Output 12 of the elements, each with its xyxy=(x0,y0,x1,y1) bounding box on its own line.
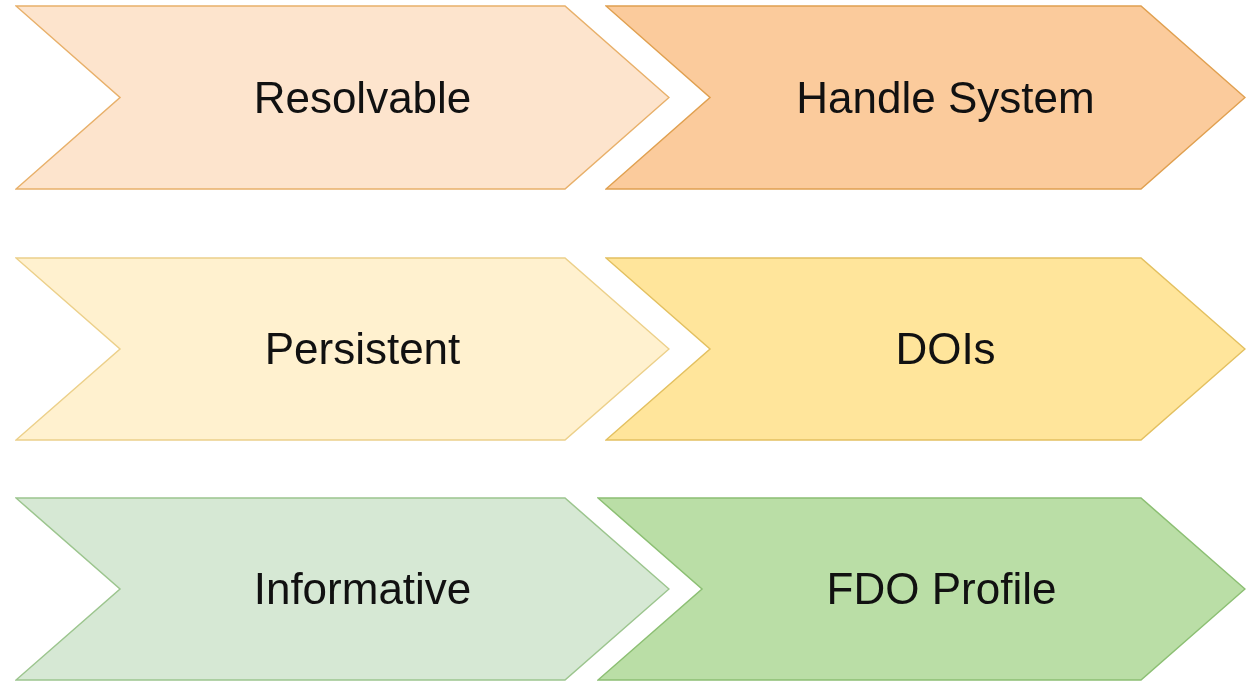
chevron-label: Resolvable xyxy=(253,72,472,123)
chevron-shape xyxy=(15,497,670,681)
chevron-shape xyxy=(605,257,1246,441)
chevron-label: Persistent xyxy=(264,324,461,374)
chevron-shape xyxy=(15,5,670,190)
chevron-shape xyxy=(605,5,1246,190)
chevron-label: DOIs xyxy=(895,324,996,374)
chevron-shape xyxy=(597,497,1246,681)
chevron-label: Informative xyxy=(253,564,472,614)
chevron-label: Handle System xyxy=(796,72,1095,123)
chevron-label: FDO Profile xyxy=(826,564,1057,614)
chevron-shape xyxy=(15,257,670,441)
